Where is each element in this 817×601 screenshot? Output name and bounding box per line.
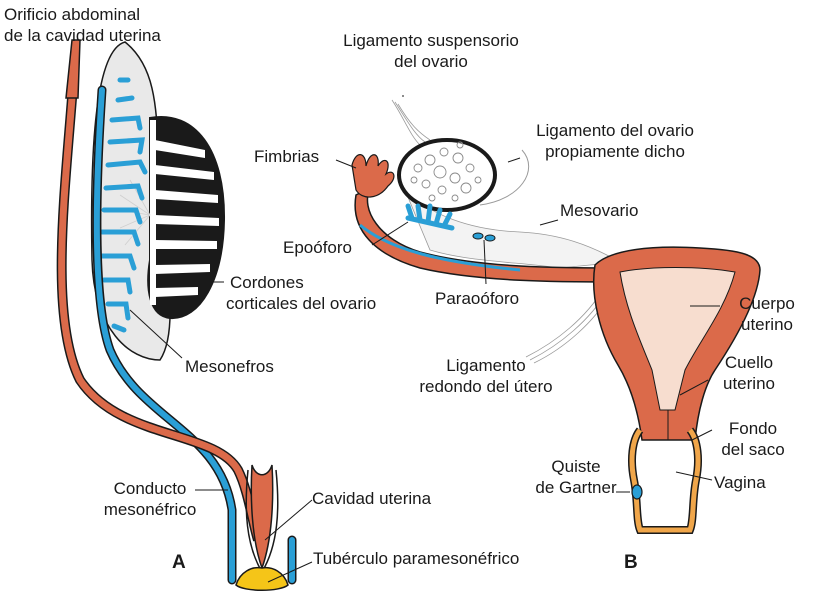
suspensory-ligament [392, 100, 430, 145]
label-fimbrias: Fimbrias [254, 146, 319, 167]
vagina [632, 430, 698, 530]
ovary-b [399, 140, 495, 210]
label-paraooforo: Paraoóforo [435, 288, 519, 309]
uterine-canal-a [251, 465, 272, 568]
fimbriae [352, 155, 394, 197]
gartner-cyst [632, 485, 642, 499]
label-tuberculo: Tubérculo paramesonéfrico [313, 548, 519, 569]
label-mesovario: Mesovario [560, 200, 638, 221]
label-epooforo: Epoóforo [283, 237, 352, 258]
label-mesonefros: Mesonefros [185, 356, 274, 377]
label-cavidad: Cavidad uterina [312, 488, 431, 509]
label-vagina: Vagina [714, 472, 766, 493]
paramesonephric-tubercle [236, 568, 288, 591]
panel-label-b: B [624, 552, 638, 574]
panel-label-a: A [172, 552, 186, 574]
